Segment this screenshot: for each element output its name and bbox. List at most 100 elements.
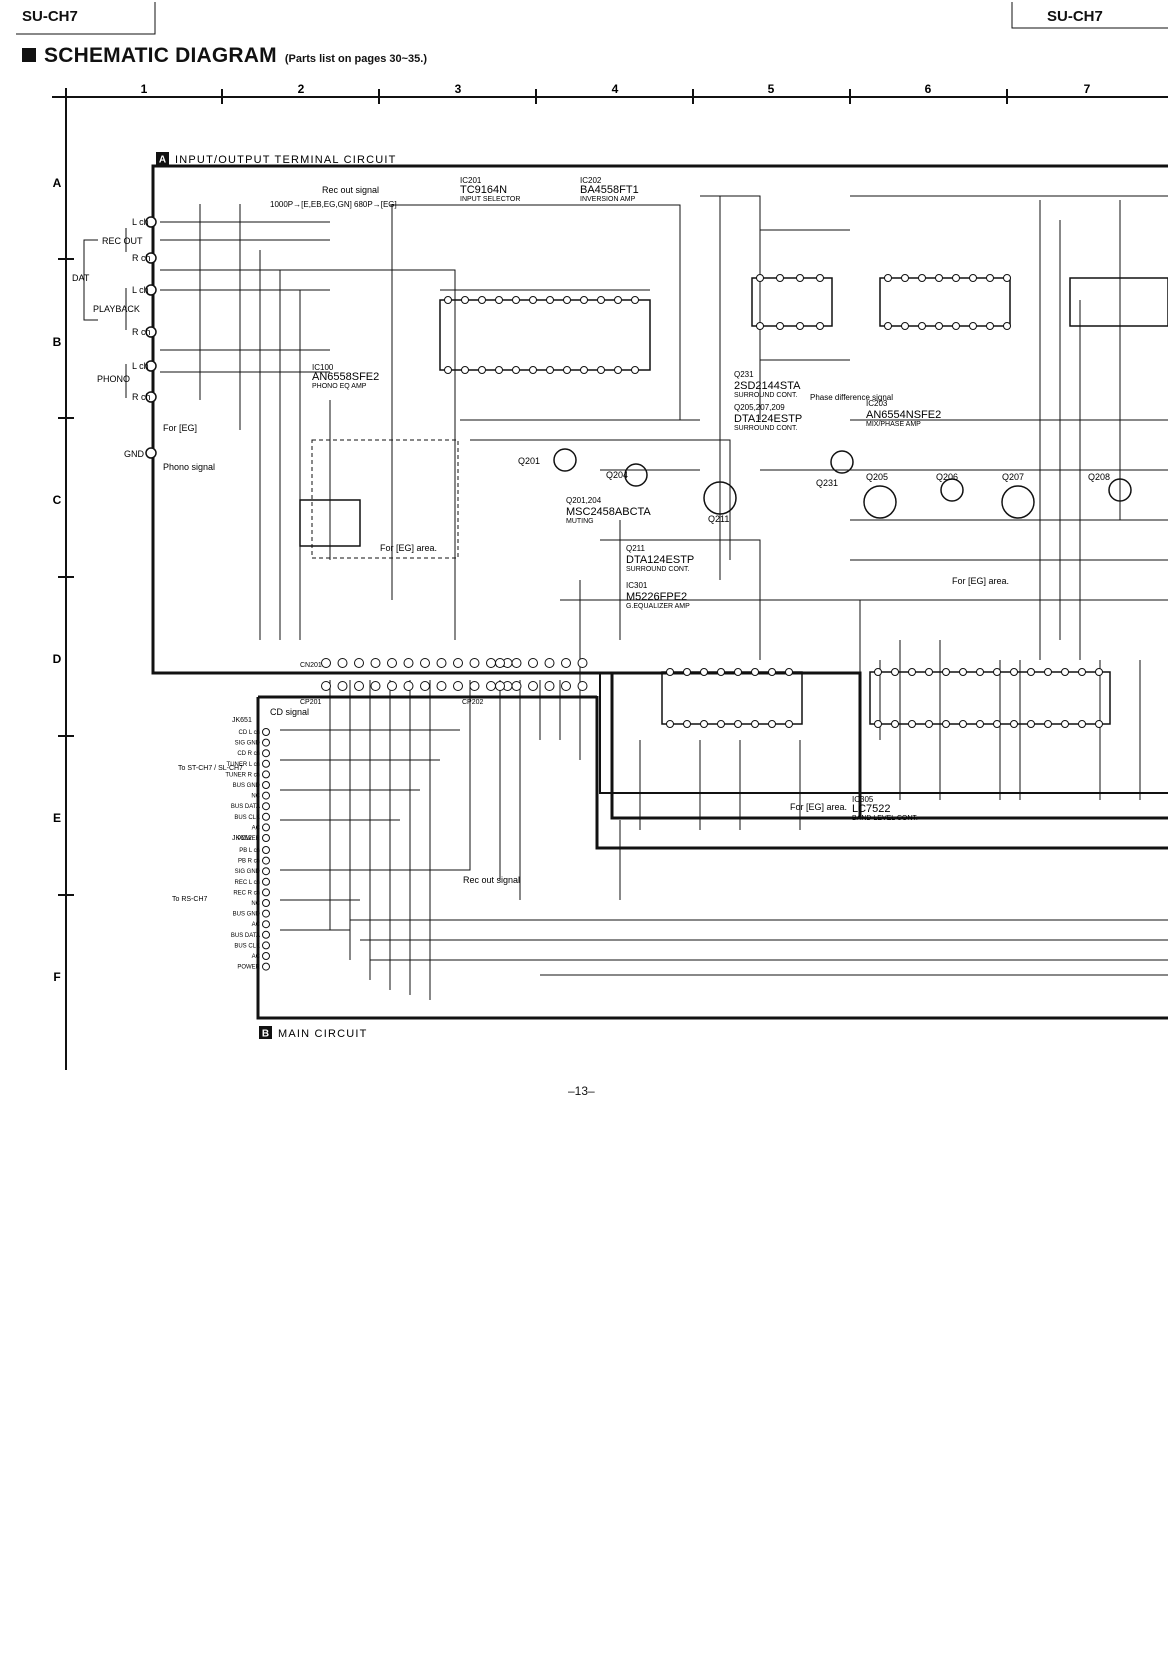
ic-pin	[935, 322, 943, 330]
section-b-header: B MAIN CIRCUIT	[259, 1026, 366, 1040]
label-for-eg: For [EG]	[163, 423, 197, 433]
page-title: SCHEMATIC DIAGRAM	[44, 44, 277, 67]
ic-pin	[461, 296, 469, 304]
connector-pin	[262, 909, 270, 918]
connector-pin	[469, 658, 480, 668]
ic-pin	[1061, 668, 1069, 676]
grid-row-f: F	[53, 970, 60, 984]
section-a-label: INPUT/OUTPUT TERMINAL CIRCUIT	[175, 154, 397, 166]
label-cd-signal: CD signal	[270, 707, 309, 717]
cp202-label: CP202	[462, 699, 484, 706]
jack-playback-r	[145, 326, 157, 338]
connector-pin	[495, 681, 505, 691]
ic-pin	[935, 274, 943, 282]
ic-pin-rows	[444, 274, 1103, 728]
parts-note: (Parts list on pages 30~35.)	[284, 53, 427, 65]
ic202-function: INVERSION AMP	[580, 196, 636, 203]
ic-pin	[874, 720, 882, 728]
ic-pin	[952, 322, 960, 330]
connector-pin-label: SIG GND	[235, 741, 261, 747]
ic-pin	[683, 668, 691, 676]
ic203-function: MIX/PHASE AMP	[866, 421, 921, 428]
ic100-ref: IC100	[312, 363, 334, 372]
ic-pin	[1044, 720, 1052, 728]
q231-label: Q231	[816, 478, 838, 488]
jack-rec-out-l	[145, 216, 157, 228]
connector-pin-label: BUS DATA	[231, 933, 260, 939]
ic-pin	[976, 720, 984, 728]
ic-pin	[478, 366, 486, 374]
grid-col-4: 4	[612, 82, 619, 96]
ic202-package	[751, 277, 833, 327]
ic-pin	[874, 668, 882, 676]
connector-pin	[337, 681, 348, 691]
connector-pin	[486, 681, 496, 691]
connector-pin	[354, 658, 364, 668]
ic-pin	[734, 668, 742, 676]
connector-pin-label: BUS DATA	[231, 804, 260, 810]
label-for-eg-area: For [EG] area.	[380, 543, 437, 553]
ic-pin	[796, 322, 804, 330]
connector-pin-label: AC	[252, 922, 261, 928]
connector-pin	[321, 658, 331, 668]
ic-pin	[785, 668, 793, 676]
ic-pin	[776, 322, 784, 330]
ic-pin	[756, 322, 764, 330]
connector-pin	[262, 823, 270, 832]
jack-phono-r	[145, 391, 157, 403]
ic-pin	[614, 366, 622, 374]
q211-label: Q211	[708, 514, 729, 524]
ic-pin	[986, 322, 994, 330]
ic-pin	[700, 668, 708, 676]
q231-function: SURROUND CONT.	[734, 392, 797, 399]
label-for-eg-area-3: For [EG] area.	[790, 802, 847, 812]
grid-col-5: 5	[768, 82, 775, 96]
transistor-q204	[624, 463, 648, 487]
transistor-q207	[1001, 485, 1035, 519]
grid-row-d: D	[53, 652, 62, 666]
label-rec-out-rch: R ch	[132, 253, 151, 263]
ic-pin	[925, 720, 933, 728]
ic-pin	[816, 322, 824, 330]
ic-pin	[444, 366, 452, 374]
ic-pin	[580, 366, 588, 374]
connector-pin-label: REC R ch	[233, 890, 260, 896]
connector-pin	[262, 920, 270, 929]
ic305-ref: IC305	[852, 795, 874, 804]
input-jacks	[145, 216, 157, 459]
ic-pin	[751, 668, 759, 676]
grid-row-labels: A B C D E F	[53, 176, 62, 984]
ic-pin	[1010, 720, 1018, 728]
connector-pin-label: PB L ch	[239, 848, 260, 854]
q205-function: SURROUND CONT.	[734, 425, 797, 432]
connector-pin-label: BUS CLK	[234, 943, 260, 949]
q201-ref: Q201,204	[566, 496, 602, 505]
ic-pin	[751, 720, 759, 728]
connector-pin	[420, 658, 430, 668]
connector-pin	[262, 802, 270, 811]
connector-pin	[262, 877, 270, 886]
q205-part: DTA124ESTP	[734, 413, 802, 425]
ic305-package	[869, 671, 1111, 725]
ic-pin	[1044, 668, 1052, 676]
transistor-q205	[863, 485, 897, 519]
q205-label: Q205	[866, 472, 888, 482]
ic-pin	[597, 366, 605, 374]
connector-pin	[511, 681, 522, 691]
ic-pin	[478, 296, 486, 304]
label-rec-out-lch: L ch	[132, 217, 149, 227]
q201-label: Q201	[518, 456, 540, 466]
label-gnd: GND	[124, 449, 145, 459]
connector-pin	[436, 681, 447, 691]
label-cap-note: 1000P→[E,EB,EG,GN] 680P→[EG]	[270, 200, 397, 209]
connector-pin-label: BUS GND	[233, 912, 261, 918]
grid-row-c: C	[53, 493, 62, 507]
ic-pin	[1061, 720, 1069, 728]
connector-pin	[486, 658, 496, 668]
connector-pin	[387, 681, 397, 691]
ic-pin	[683, 720, 691, 728]
connector-pin	[262, 856, 270, 865]
ic305-function: BAND LEVEL CONT.	[852, 815, 918, 822]
ic-pin	[942, 720, 950, 728]
